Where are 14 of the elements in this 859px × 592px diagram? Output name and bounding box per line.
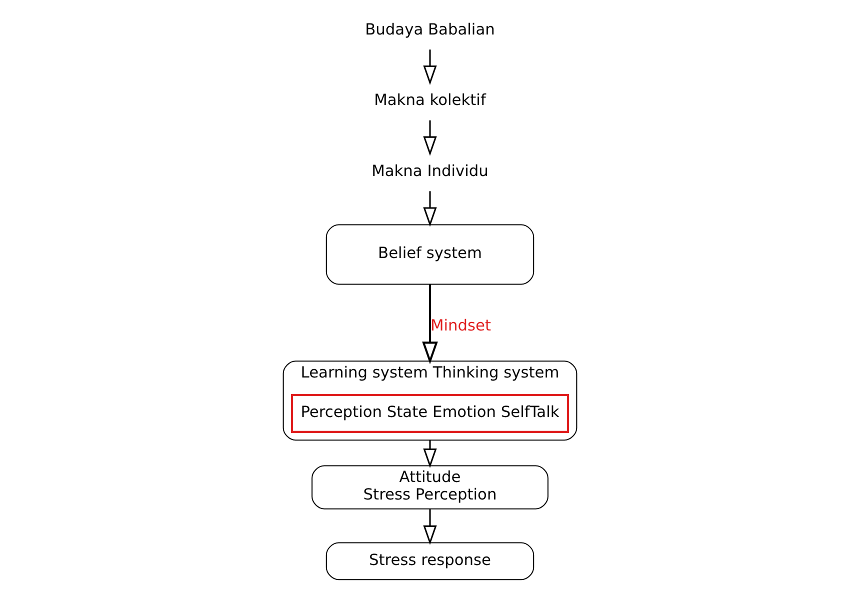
arrow xyxy=(422,284,438,364)
node-box: Attitude Stress Perception xyxy=(311,465,548,510)
arrow xyxy=(422,191,436,227)
arrow xyxy=(422,50,436,86)
node-box: Belief system xyxy=(325,224,534,285)
arrow xyxy=(422,509,436,545)
node-box: Perception State Emotion SelfTalk xyxy=(290,394,568,433)
node-text: Makna kolektif xyxy=(374,91,486,110)
node-text: Makna Individu xyxy=(371,162,488,180)
node-box: Stress response xyxy=(325,542,534,580)
edge-label: Mindset xyxy=(430,316,491,334)
node-text: Budaya Babalian xyxy=(364,20,494,38)
arrow xyxy=(422,120,436,156)
arrow xyxy=(422,440,436,468)
